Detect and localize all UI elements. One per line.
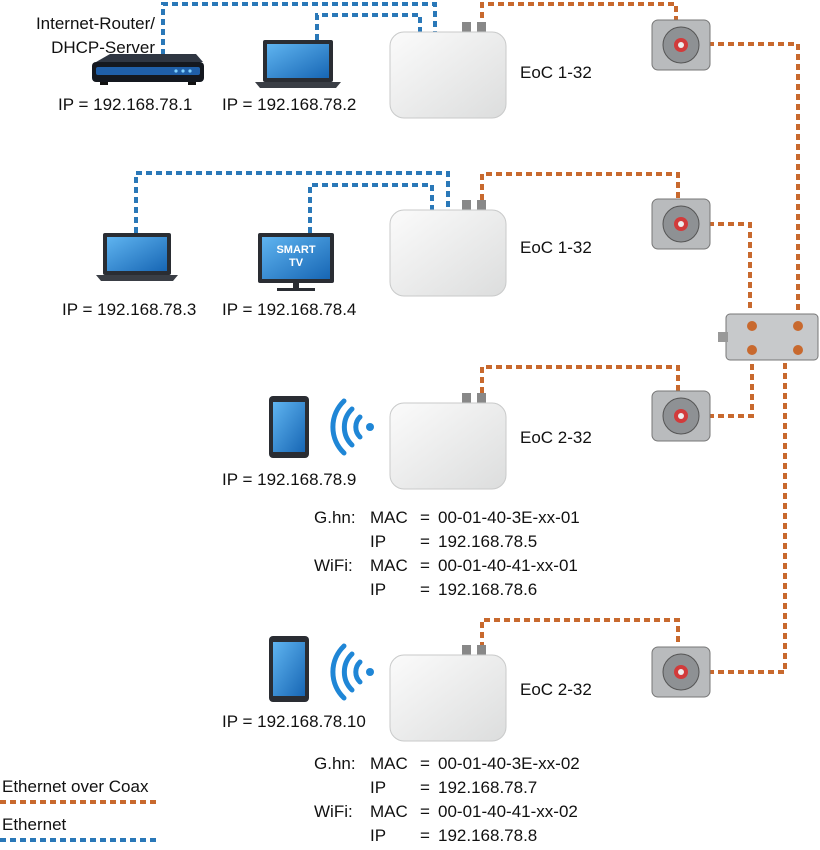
mac-key: MAC [370,802,408,821]
laptop2-ip: IP = 192.168.78.3 [62,300,197,319]
ghn-mac-value: 00-01-40-3E-xx-01 [438,508,580,527]
router-label: Internet-Router/ DHCP-Server [35,14,155,57]
wifi-icon [330,643,374,701]
laptop1-ip: IP = 192.168.78.2 [222,95,357,114]
coax-outlet3-splitter [708,360,754,418]
wifi-label: WiFi: [314,802,353,821]
eoc-device-icon [389,22,507,119]
eoc-device-icon [389,393,507,490]
legend-ethernet-label: Ethernet [2,815,67,834]
wifi-ip-value: 192.168.78.8 [438,826,538,845]
ghn-label: G.hn: [314,508,356,527]
legend-coax-label: Ethernet over Coax [2,777,149,796]
eoc1-label: EoC 1-32 [520,63,592,82]
coax-outlet1-trunk [708,42,800,318]
tv-ip: IP = 192.168.78.4 [222,300,357,319]
ethernet-laptop1-eoc1 [315,13,422,40]
equals: = [420,556,430,575]
tablet-icon [269,636,309,702]
equals: = [420,802,430,821]
config-block-2: G.hn: MAC = 00-01-40-3E-xx-02 IP = 192.1… [314,752,580,848]
ip-key: IP [370,580,387,599]
coax-splitter-icon [718,313,819,361]
mac-key: MAC [370,508,408,527]
equals: = [420,778,430,797]
eoc3-label: EoC 2-32 [520,428,592,447]
ghn-mac-value: 00-01-40-3E-xx-02 [438,754,580,773]
wifi-mac-value: 00-01-40-41-xx-02 [438,802,578,821]
smart-tv-icon [258,233,334,291]
tablet-icon [269,396,309,458]
coax-cables [0,2,800,804]
router-ip: IP = 192.168.78.1 [58,95,193,114]
ethernet-laptop2-eoc2 [134,171,450,233]
ip-key: IP [370,826,387,845]
wifi-label: WiFi: [314,556,353,575]
tv-screen-text: SMART TV [276,244,316,269]
coax-eoc4-outlet4 [480,618,680,648]
coax-eoc2-outlet2 [480,172,680,200]
eoc4-label: EoC 2-32 [520,680,592,699]
eoc-device-icon [389,645,507,742]
mac-key: MAC [370,556,408,575]
eoc-device-icon [389,200,507,297]
laptop-icon [255,40,341,88]
coax-outlet4-trunk [708,360,787,674]
ghn-ip-value: 192.168.78.7 [438,778,538,797]
equals: = [420,826,430,845]
tablet2-ip: IP = 192.168.78.10 [222,712,366,731]
router-icon [92,54,204,85]
wifi-mac-value: 00-01-40-41-xx-01 [438,556,578,575]
laptop-icon [96,233,178,281]
equals: = [420,508,430,527]
coax-outlet-icon [651,646,711,698]
coax-outlet2-splitter [708,222,752,312]
ip-key: IP [370,532,387,551]
equals: = [420,532,430,551]
tablet1-ip: IP = 192.168.78.9 [222,470,357,489]
coax-outlet-icon [651,19,711,71]
coax-eoc1-outlet1 [480,2,678,28]
equals: = [420,754,430,773]
ethernet-router-eoc1 [161,2,437,55]
ethernet-cables [0,2,450,842]
ghn-label: G.hn: [314,754,356,773]
coax-outlet-icon [651,198,711,250]
wifi-ip-value: 192.168.78.6 [438,580,538,599]
wifi-icon [330,398,374,456]
ethernet-tv-eoc2 [308,183,434,233]
equals: = [420,580,430,599]
config-block-1: G.hn: MAC = 00-01-40-3E-xx-01 IP = 192.1… [314,506,580,602]
ip-key: IP [370,778,387,797]
ghn-ip-value: 192.168.78.5 [438,532,538,551]
eoc2-label: EoC 1-32 [520,238,592,257]
mac-key: MAC [370,754,408,773]
coax-outlet-icon [651,390,711,442]
coax-eoc3-outlet3 [480,365,680,393]
